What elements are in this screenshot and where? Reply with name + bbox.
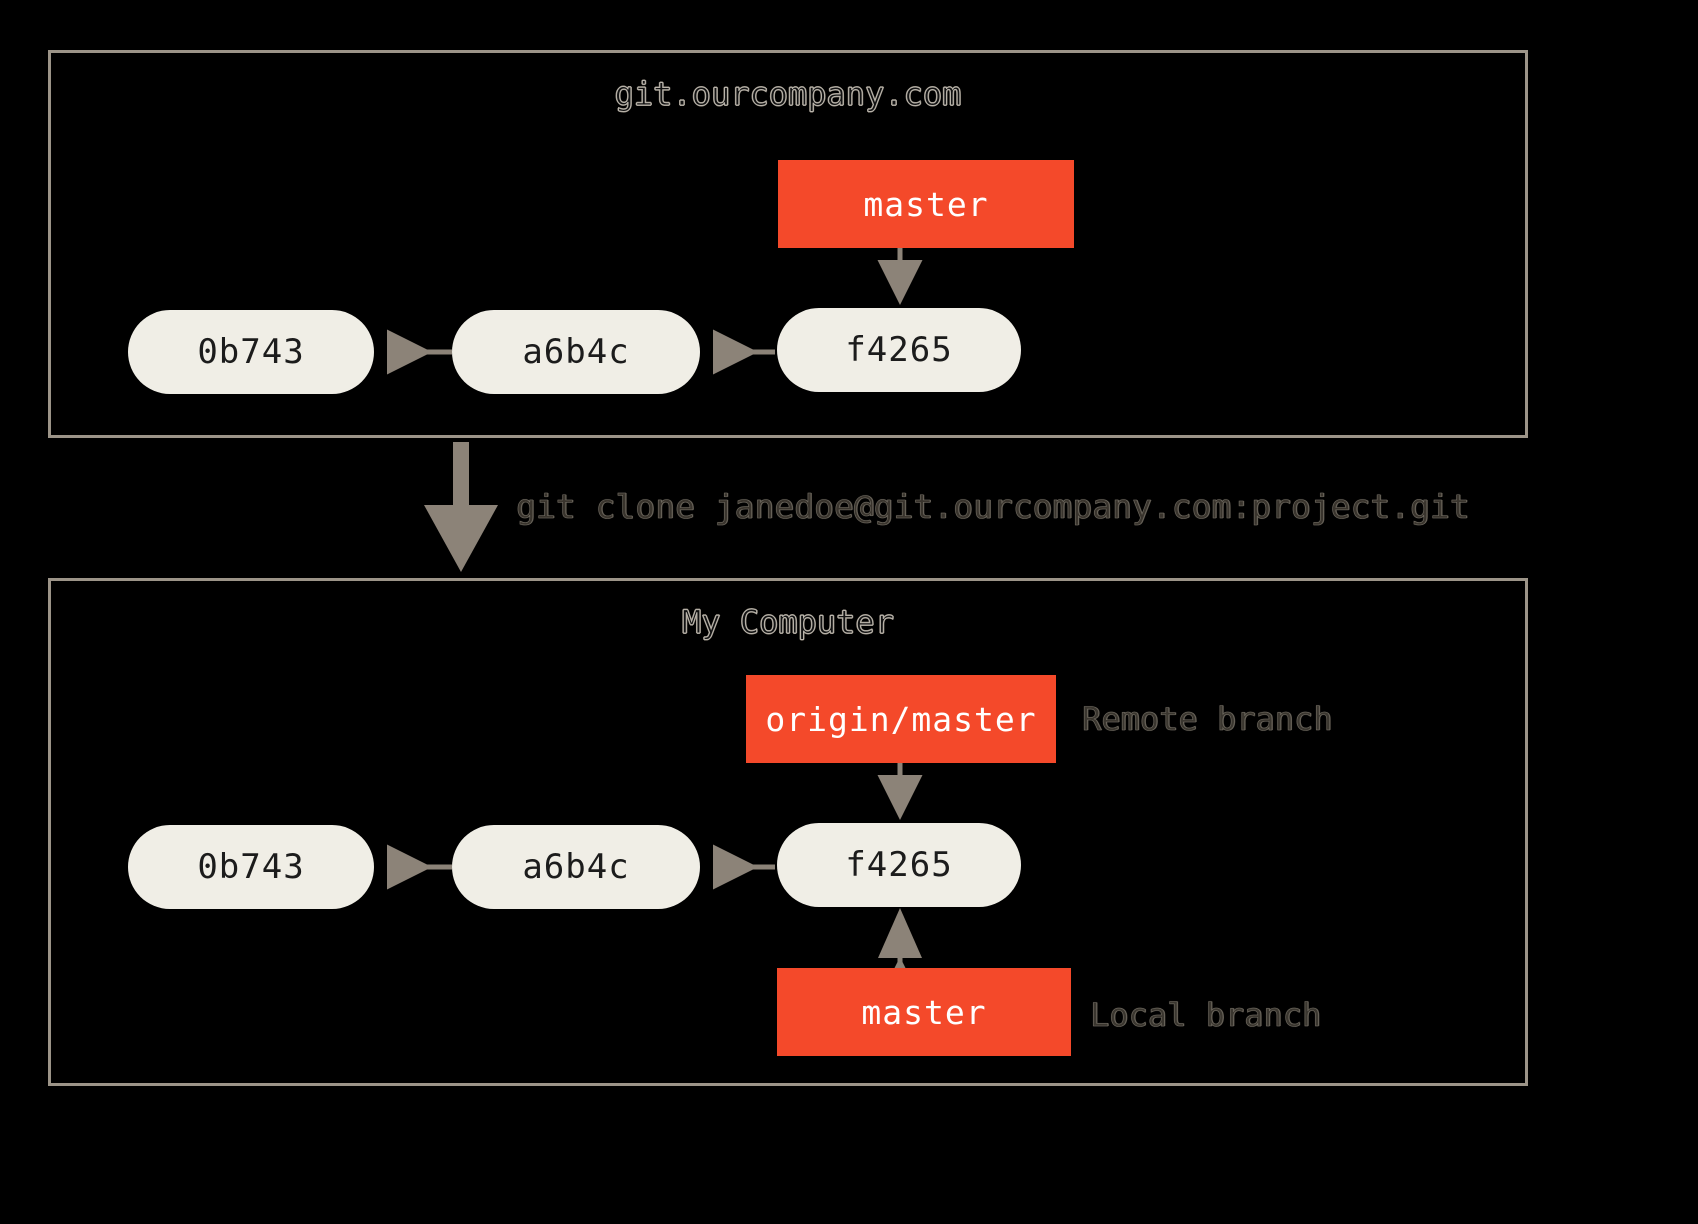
clone-command-caption: git clone janedoe@git.ourcompany.com:pro… <box>516 487 1470 527</box>
local-branch-master-label: master <box>861 992 987 1032</box>
local-panel-title: My Computer <box>682 603 895 642</box>
remote-commit-node-f4265[interactable]: f4265 <box>777 308 1021 392</box>
remote-commit-label-f4265: f4265 <box>845 330 953 370</box>
local-branch-annotation: Local branch <box>1090 996 1322 1035</box>
remote-branch-master-label: master <box>863 184 989 224</box>
local-commit-node-a6b4c[interactable]: a6b4c <box>452 825 700 909</box>
remote-branch-master-box[interactable]: master <box>778 160 1074 248</box>
local-branch-master-box[interactable]: master <box>777 968 1071 1056</box>
remote-panel-title: git.ourcompany.com <box>614 75 962 114</box>
clone-transition-arrow <box>424 442 498 572</box>
local-commit-label-f4265: f4265 <box>845 845 953 885</box>
local-repository-panel: My Computer <box>48 578 1528 1086</box>
local-commit-label-a6b4c: a6b4c <box>522 847 630 887</box>
local-remote-branch-origin-master-box[interactable]: origin/master <box>746 675 1056 763</box>
remote-commit-node-0b743[interactable]: 0b743 <box>128 310 374 394</box>
remote-branch-annotation: Remote branch <box>1082 700 1333 739</box>
local-commit-label-0b743: 0b743 <box>197 847 305 887</box>
remote-commit-label-a6b4c: a6b4c <box>522 332 630 372</box>
remote-commit-node-a6b4c[interactable]: a6b4c <box>452 310 700 394</box>
local-commit-node-0b743[interactable]: 0b743 <box>128 825 374 909</box>
remote-commit-label-0b743: 0b743 <box>197 332 305 372</box>
local-commit-node-f4265[interactable]: f4265 <box>777 823 1021 907</box>
remote-repository-panel: git.ourcompany.com <box>48 50 1528 438</box>
local-remote-branch-origin-master-label: origin/master <box>765 699 1037 739</box>
